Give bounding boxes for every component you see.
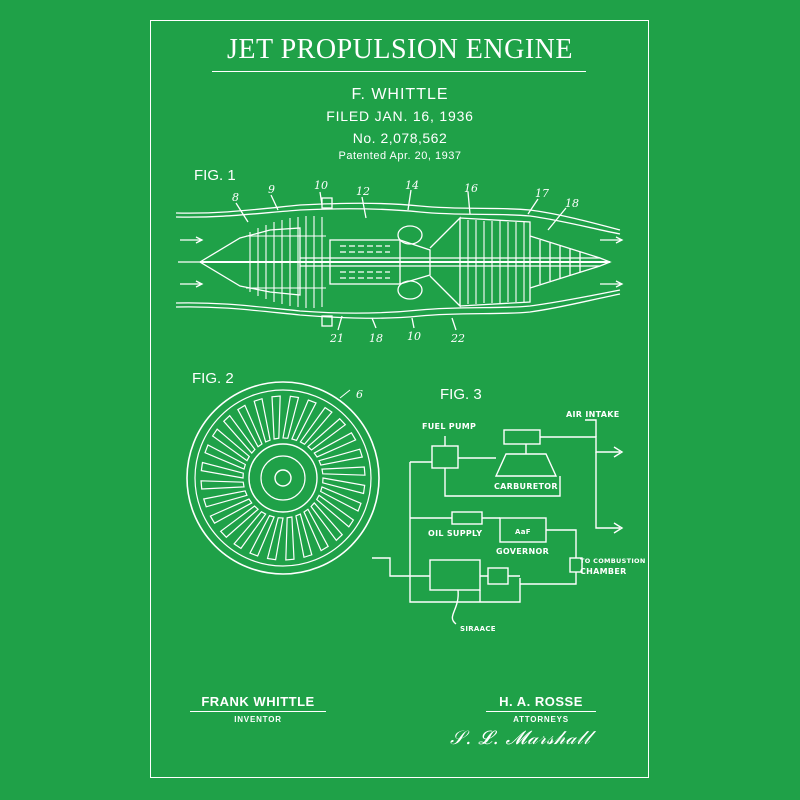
header-patent-number: No. 2,078,562: [352, 130, 448, 146]
inventor-name: FRANK WHITTLE: [201, 694, 315, 709]
poster-frame: [150, 20, 649, 778]
title-underline: [212, 71, 586, 72]
attorney-handwritten-signature: 𝒮. 𝓛. 𝓜𝒶𝓇𝓈𝒽𝒶𝓁𝓁: [450, 727, 591, 749]
attorney-signature-line: [486, 711, 596, 712]
header-filed-date: FILED JAN. 16, 1936: [326, 108, 474, 124]
attorney-name: H. A. ROSSE: [499, 694, 583, 709]
inventor-signature-line: [190, 711, 326, 712]
header-patented-date: Patented Apr. 20, 1937: [338, 150, 462, 162]
header-inventor: F. WHITTLE: [351, 86, 449, 103]
attorney-role: ATTORNEYS: [513, 715, 569, 724]
poster-title: JET PROPULSION ENGINE: [227, 34, 573, 65]
fig3-label: FIG. 3: [440, 386, 482, 403]
inventor-role: INVENTOR: [234, 715, 282, 724]
fig2-label: FIG. 2: [192, 370, 234, 387]
fig1-label: FIG. 1: [194, 167, 236, 184]
